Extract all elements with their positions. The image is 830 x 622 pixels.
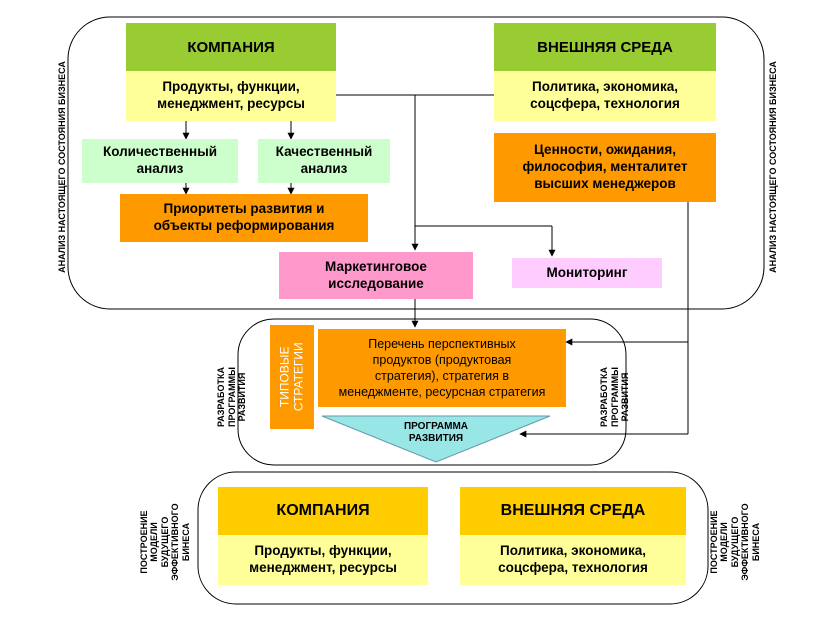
- qualitative-analysis: Качественный анализ: [258, 139, 390, 183]
- middle-section-frame: [237, 318, 627, 466]
- program-label: ПРОГРАММА РАЗВИТИЯ: [403, 421, 469, 444]
- bottom-right-side-label: ПОСТРОЕНИЕ МОДЕЛИ БУДУЩЕГО ЭФФЕКТИВНОГО …: [709, 503, 761, 581]
- program-triangle: [321, 415, 551, 463]
- top-company-header: КОМПАНИЯ: [126, 23, 336, 71]
- top-right-side-label: АНАЛИЗ НАСТОЯЩЕГО СОСТОЯНИЯ БИЗНЕСА: [767, 61, 778, 273]
- top-environment-details: Политика, экономика, соцсфера, технологи…: [494, 71, 716, 121]
- bottom-company-header: КОМПАНИЯ: [218, 487, 428, 535]
- typical-strategies-label: ТИПОВЫЕ СТРАТЕГИИ: [277, 342, 306, 412]
- bottom-environment-header: ВНЕШНЯЯ СРЕДА: [460, 487, 686, 535]
- top-environment-header: ВНЕШНЯЯ СРЕДА: [494, 23, 716, 71]
- priorities-box: Приоритеты развития и объекты реформиров…: [120, 194, 368, 242]
- monitoring-box: Мониторинг: [512, 258, 662, 288]
- middle-left-side-label: РАЗРАБОТКА ПРОГРАММЫ РАЗВИТИЯ: [216, 366, 248, 428]
- bottom-section-frame: [197, 471, 709, 605]
- middle-right-side-label: РАЗРАБОТКА ПРОГРАММЫ РАЗВИТИЯ: [599, 366, 631, 428]
- top-left-side-label: АНАЛИЗ НАСТОЯЩЕГО СОСТОЯНИЯ БИЗНЕСА: [56, 61, 67, 273]
- quantitative-analysis: Количественный анализ: [82, 139, 238, 183]
- values-box: Ценности, ожидания, философия, менталите…: [494, 133, 716, 202]
- marketing-research-box: Маркетинговое исследование: [279, 252, 473, 299]
- top-company-details: Продукты, функции, менеджмент, ресурсы: [126, 71, 336, 121]
- perspective-products-box: Перечень перспективных продуктов (продук…: [318, 329, 566, 407]
- bottom-company-details: Продукты, функции, менеджмент, ресурсы: [218, 535, 428, 585]
- top-section-frame: [67, 16, 765, 310]
- bottom-left-side-label: ПОСТРОЕНИЕ МОДЕЛИ БУДУЩЕГО ЭФФЕКТИВНОГО …: [139, 503, 191, 581]
- typical-strategies-box: ТИПОВЫЕ СТРАТЕГИИ: [270, 325, 314, 429]
- bottom-environment-details: Политика, экономика, соцсфера, технологи…: [460, 535, 686, 585]
